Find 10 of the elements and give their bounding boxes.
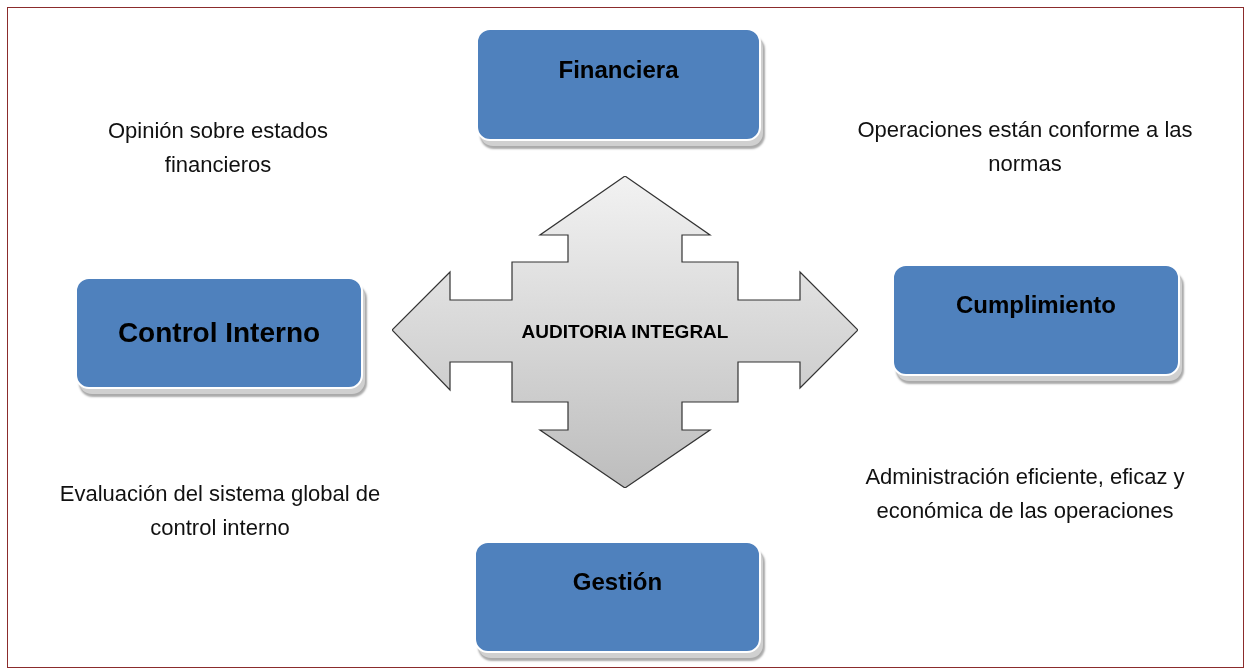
description-text: Evaluación del sistema global de control interno	[58, 480, 382, 542]
node-label: Financiera	[558, 55, 679, 84]
description-text: Operaciones están conforme a las normas	[856, 116, 1194, 178]
node-label: Cumplimiento	[956, 291, 1116, 319]
node-label: AUDITORIA INTEGRAL	[521, 321, 729, 343]
description-text: Opinión sobre estados financieros	[106, 117, 330, 179]
description-text: Administración eficiente, eficaz y económica de las operaciones	[864, 463, 1186, 525]
four-way-arrow	[392, 176, 858, 488]
node-label: Gestión	[572, 568, 663, 596]
node-label: Control Interno	[117, 317, 321, 349]
